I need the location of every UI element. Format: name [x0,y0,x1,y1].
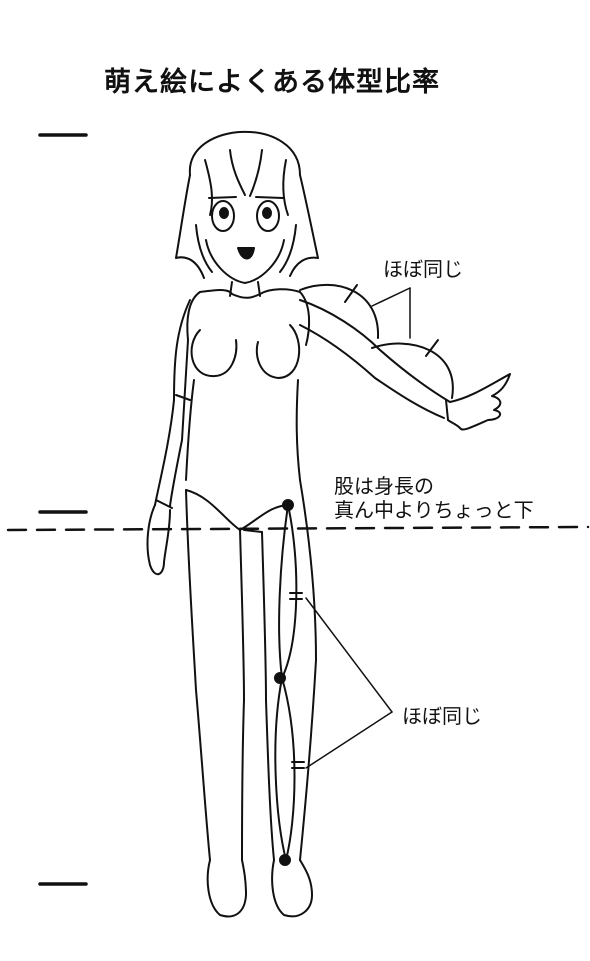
arm-proportion-label: ほぼ同じ [383,257,463,281]
height-markers [38,133,88,886]
arm-pointers [371,287,411,339]
left-eye [211,200,235,232]
leg-pointers [305,597,393,769]
crotch-label-line1: 股は身長の [334,474,434,498]
face [205,196,285,284]
crotch-label-line2: 真ん中よりちょっと下 [334,498,534,522]
midline-dashed [6,525,590,532]
leg-guides [274,499,305,866]
left-arm [146,299,191,576]
leg-proportion-label: ほぼ同じ [402,704,482,728]
legs [185,479,317,918]
torso [185,281,311,531]
right-eye [256,200,280,232]
ankle-point [279,854,291,866]
hip-point [282,499,294,511]
hair [175,130,319,279]
mouth [237,247,255,260]
knee-point [274,672,286,684]
right-arm [299,283,511,431]
diagram-title: 萌え絵によくある体型比率 [104,67,440,98]
crotch-height-label: 股は身長の 真ん中よりちょっと下 [334,474,534,522]
